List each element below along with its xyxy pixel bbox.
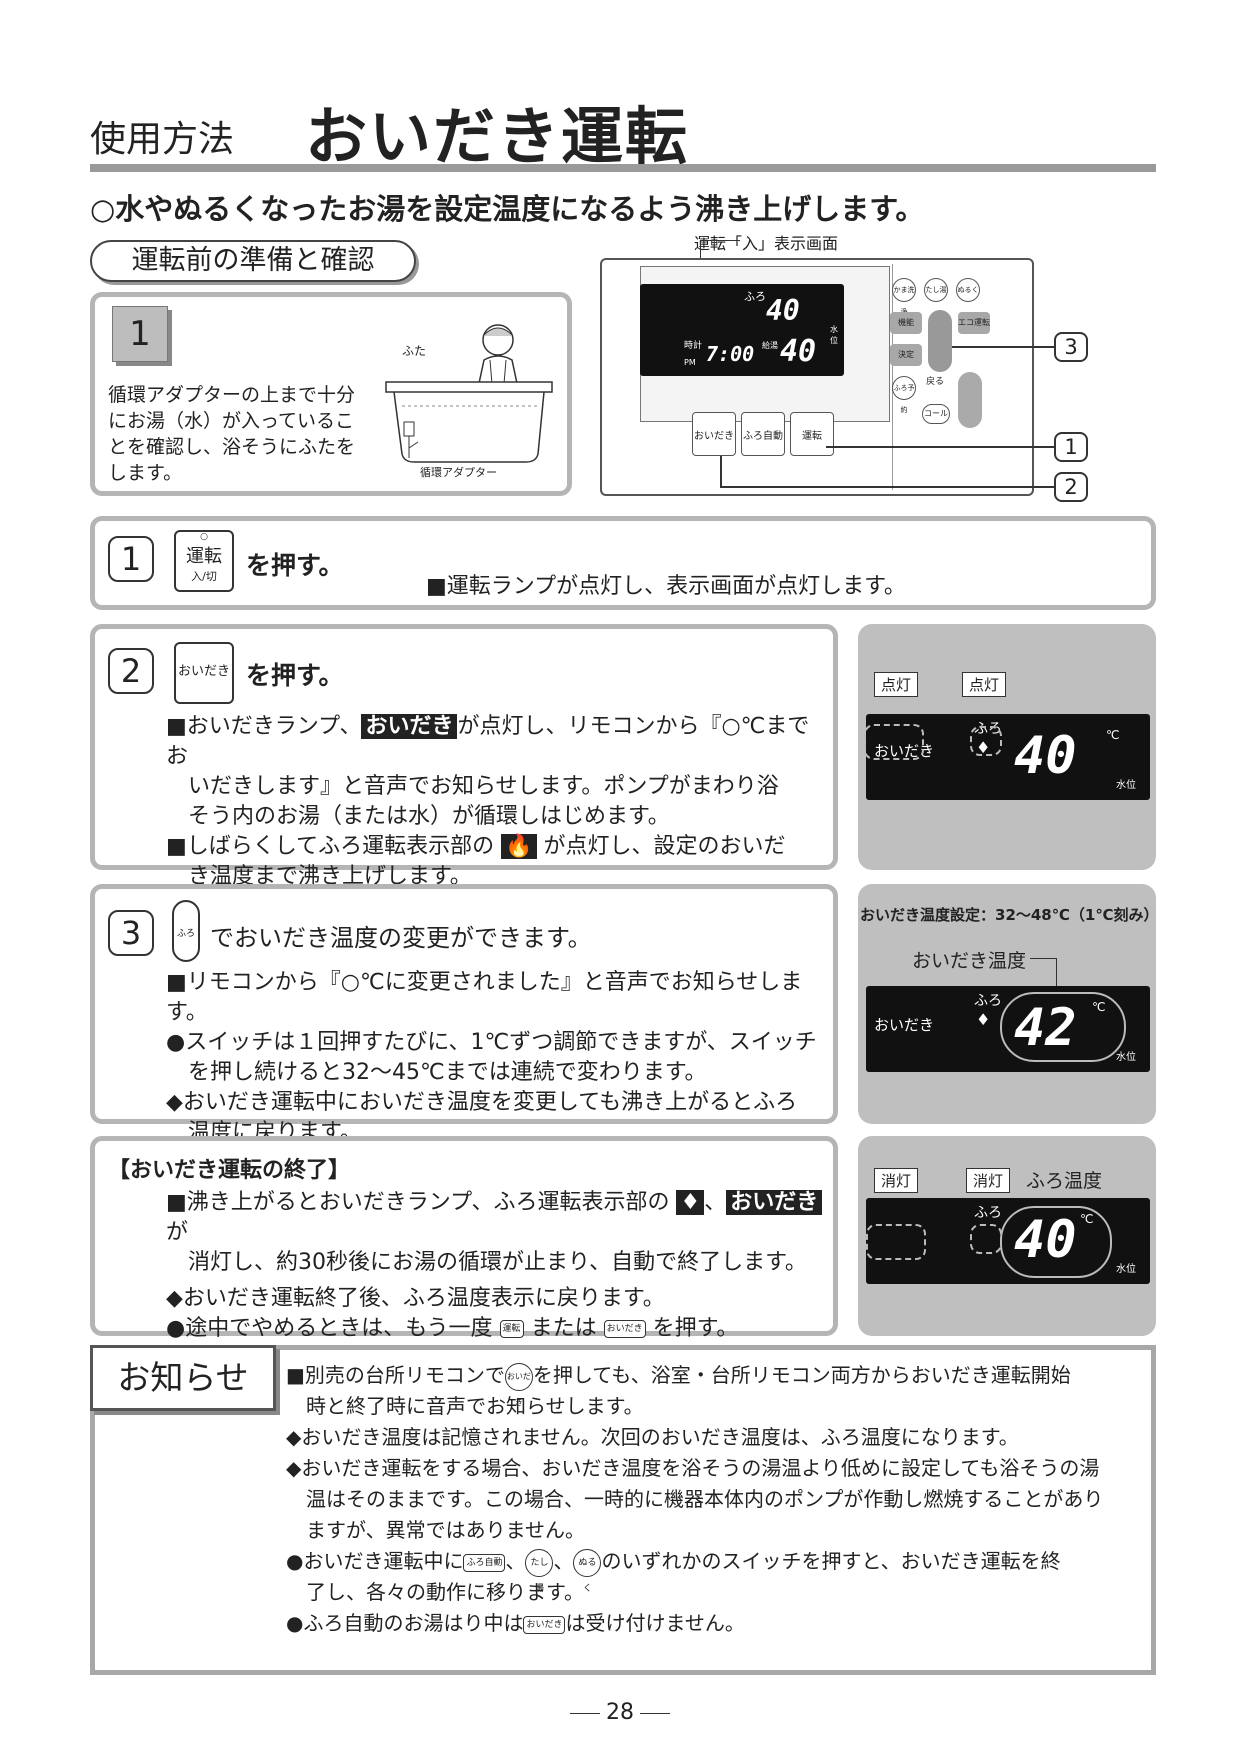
remote-oidaki-button[interactable]: おいだき (692, 412, 736, 456)
oidaki-temp-label: おいだき温度 (912, 950, 1027, 972)
adapter-label: 循環アダプター (420, 466, 497, 479)
prep-step-number: 1 (112, 306, 168, 362)
step2-number: 2 (108, 648, 154, 694)
furo-yoyaku-button[interactable]: ふろ予約 (892, 376, 916, 414)
page-number: 28 (606, 1700, 634, 1725)
off-tag-1: 消灯 (874, 1168, 919, 1193)
flame-icon-end: ♦ (676, 1190, 705, 1215)
kinou-button[interactable]: 機能 (890, 312, 922, 334)
eco-button[interactable]: エコ運転 (958, 312, 990, 334)
lit-tag-1: 点灯 (874, 672, 919, 697)
step1-panel (90, 516, 1156, 610)
tashiyu-button[interactable]: たし湯 (924, 278, 948, 302)
remote-unten-button[interactable]: 運転 (790, 412, 834, 456)
furo-jidou-mini-icon: ふろ自動 (463, 1553, 506, 1572)
lid-label: ふた (402, 344, 427, 358)
bathtub-illustration (385, 324, 553, 463)
end-title: 【おいだき運転の終了】 (108, 1158, 351, 1183)
oidaki-mini-icon: おいだき (603, 1320, 646, 1338)
oidaki-round-icon: おいだき (504, 1362, 533, 1407)
header-rule (90, 164, 1156, 172)
off-tag-2: 消灯 (966, 1168, 1011, 1193)
unten-mini-icon: 運転 (499, 1320, 524, 1338)
nuruku-button[interactable]: ぬるく (956, 278, 980, 302)
step2-body: ■おいだきランプ、おいだきが点灯し、リモコンから『○℃までお いだきします』と音… (166, 714, 810, 889)
callout-2: 2 (1054, 472, 1088, 502)
end-panel (90, 1136, 838, 1336)
end-lcd: ふろ 40 ℃ 水位 (866, 1198, 1150, 1284)
step1-number: 1 (108, 536, 154, 582)
end-body: ■沸き上がるとおいだきランプ、ふろ運転表示部の ♦、おいだき が 消灯し、約30… (166, 1188, 826, 1344)
furo-temp-label: ふろ温度 (1026, 1170, 1103, 1192)
step1-action: を押す。 (246, 551, 344, 580)
prep-heading: 運転前の準備と確認 (90, 240, 416, 282)
nuruku-round-icon: ぬるく (573, 1548, 602, 1594)
step3-body: ■リモコンから『○℃に変更されました』と音声でお知らせします。 ●スイッチは１回… (166, 970, 817, 1145)
notice-tag: お知らせ (90, 1345, 276, 1411)
lit-tag-2: 点灯 (962, 672, 1007, 697)
intro-text: ○水やぬるくなったお湯を設定温度になるよう沸き上げします。 (90, 192, 925, 226)
callout-1: 1 (1054, 432, 1088, 462)
remote-lcd: ふろ 40 水位 時計 PM 7:00 給湯 40 (640, 284, 844, 376)
step2-lcd: おいだき ふろ ♦ 40 ℃ 水位 (866, 714, 1150, 800)
notice-body: ■別売の台所リモコンでおいだきを押しても、浴室・台所リモコン両方からおいだき運転… (286, 1362, 1104, 1635)
step2-action: を押す。 (246, 661, 344, 690)
remote-side-panel (892, 264, 1026, 490)
kettei-button[interactable]: 決定 (890, 344, 922, 366)
kama-button[interactable]: かま洗浄 (892, 278, 916, 316)
page-title: おいだき運転 (305, 100, 690, 173)
flame-icon-lcd2: ♦ (976, 1010, 991, 1029)
call-button[interactable]: コール (922, 404, 950, 424)
step3-number: 3 (108, 910, 154, 956)
oidaki-mini-icon-2: おいだき (523, 1615, 566, 1634)
step3-action: でおいだき温度の変更ができます。 (210, 924, 592, 952)
flame-icon: 🔥 (501, 834, 537, 859)
modoru-button[interactable]: 戻る (926, 377, 945, 387)
step1-note: ■運転ランプが点灯し、表示画面が点灯します。 (426, 574, 906, 599)
step3-panel (90, 884, 838, 1124)
kyuto-updown-button[interactable] (958, 372, 982, 428)
furo-updown-icon: ふろ (172, 900, 200, 962)
prep-text: 循環アダプターの上まで十分にお湯（水）が入っていることを確認し、浴そうにふたをし… (108, 384, 356, 484)
screen-label: 運転「入」表示画面 (694, 234, 839, 253)
unten-key-icon: ○ 運転 入/切 (174, 530, 234, 592)
section-label: 使用方法 (90, 119, 235, 160)
oidaki-key-icon: おいだき (174, 642, 234, 704)
tashiyu-round-icon: たし湯 (525, 1548, 554, 1594)
furo-updown-button[interactable] (928, 310, 952, 372)
callout-3: 3 (1054, 332, 1088, 362)
step3-panel-title: おいだき温度設定：32～48℃（1℃刻み） (860, 906, 1159, 924)
remote-furo-jidou-button[interactable]: ふろ自動 (741, 412, 785, 456)
